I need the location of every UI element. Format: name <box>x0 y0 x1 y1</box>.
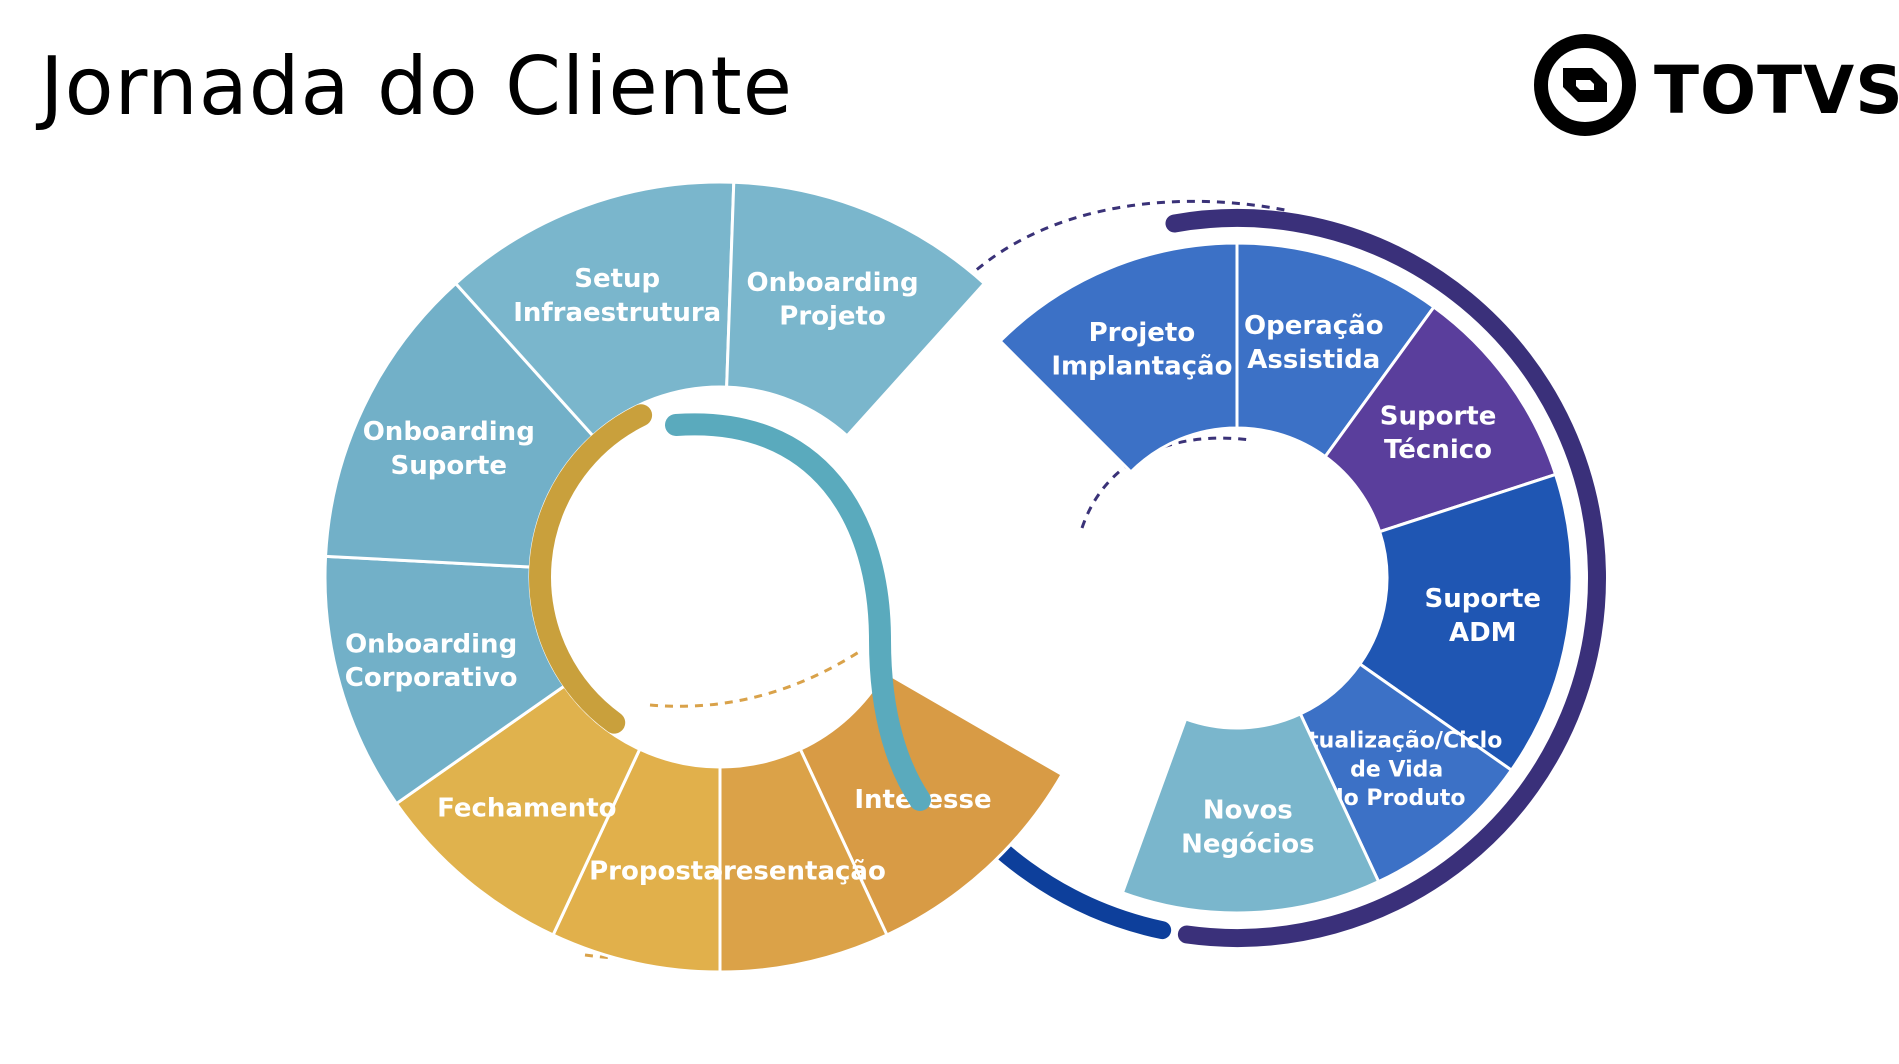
inner-arc-gold <box>529 404 653 734</box>
segment-label-line: Negócios <box>1181 830 1315 860</box>
segment-shape <box>453 180 736 438</box>
segment-label-line: Infraestrutura <box>513 298 721 328</box>
segment-label-line: Projeto <box>779 302 886 332</box>
segment-label-line: Suporte <box>1380 401 1497 431</box>
dashed-connector <box>1080 436 1251 529</box>
segment-atualizacao-ciclo-de-vida-do-produto[interactable]: Atualização/Ciclo de Vida do Produto <box>1291 661 1514 884</box>
inner-arcs <box>529 404 931 811</box>
outer-arc-purple <box>1165 209 1606 947</box>
dashed-connector <box>953 199 1286 292</box>
segment-proposta[interactable]: Proposta <box>551 747 722 974</box>
dashed-connector <box>649 648 863 708</box>
inner-arc-teal <box>665 413 931 811</box>
left-ring: InteresseApresentaçãoPropostaFechamentoO… <box>323 180 1065 974</box>
segment-label-line: Suporte <box>390 451 507 481</box>
segment-shape <box>997 241 1239 475</box>
segment-label-line: Implantação <box>1051 352 1232 382</box>
segment-label-line: Novos <box>1203 796 1293 826</box>
segment-label-line: Onboarding <box>345 629 517 659</box>
page-title: Jornada do Cliente <box>40 40 793 133</box>
segment-label-line: Setup <box>574 264 660 294</box>
segment-shape <box>798 669 1065 937</box>
segment-label: Fechamento <box>437 794 616 824</box>
segment-label: Atualização/Ciclo de Vida do Produto <box>1291 729 1502 811</box>
segment-label-line: ADM <box>1449 618 1517 648</box>
segment-label-line: Técnico <box>1384 435 1492 465</box>
segment-label-line: Onboarding <box>363 417 535 447</box>
segment-label-line: Corporativo <box>345 663 518 693</box>
segment-label-line: Onboarding <box>747 268 919 298</box>
segment-label-line: Fechamento <box>437 794 616 824</box>
segment-label-line: Operação <box>1244 311 1384 341</box>
segment-shape <box>551 747 722 974</box>
segment-label-line: Suporte <box>1424 584 1541 614</box>
segment-label-line: do Produto <box>1328 786 1466 811</box>
totvs-logo: TOTVS <box>1530 30 1899 140</box>
logo-text: TOTVS <box>1654 52 1899 129</box>
segment-shape <box>1357 472 1574 773</box>
segment-label: Proposta <box>589 857 721 887</box>
segment-label-line: Atualização/Ciclo <box>1291 729 1502 754</box>
segment-shape <box>1298 661 1514 884</box>
segment-shape <box>718 747 889 974</box>
segment-shape <box>1235 241 1437 459</box>
totvs-logo-icon <box>1534 34 1636 136</box>
segment-label-line: Projeto <box>1089 318 1196 348</box>
segment-shape <box>1120 711 1381 915</box>
segment-label-line: de Vida <box>1350 757 1443 782</box>
segment-label-line: Proposta <box>589 857 721 887</box>
segment-label-line: Assistida <box>1247 345 1380 375</box>
segment-shape <box>725 180 987 438</box>
segment-shape <box>1323 304 1558 534</box>
